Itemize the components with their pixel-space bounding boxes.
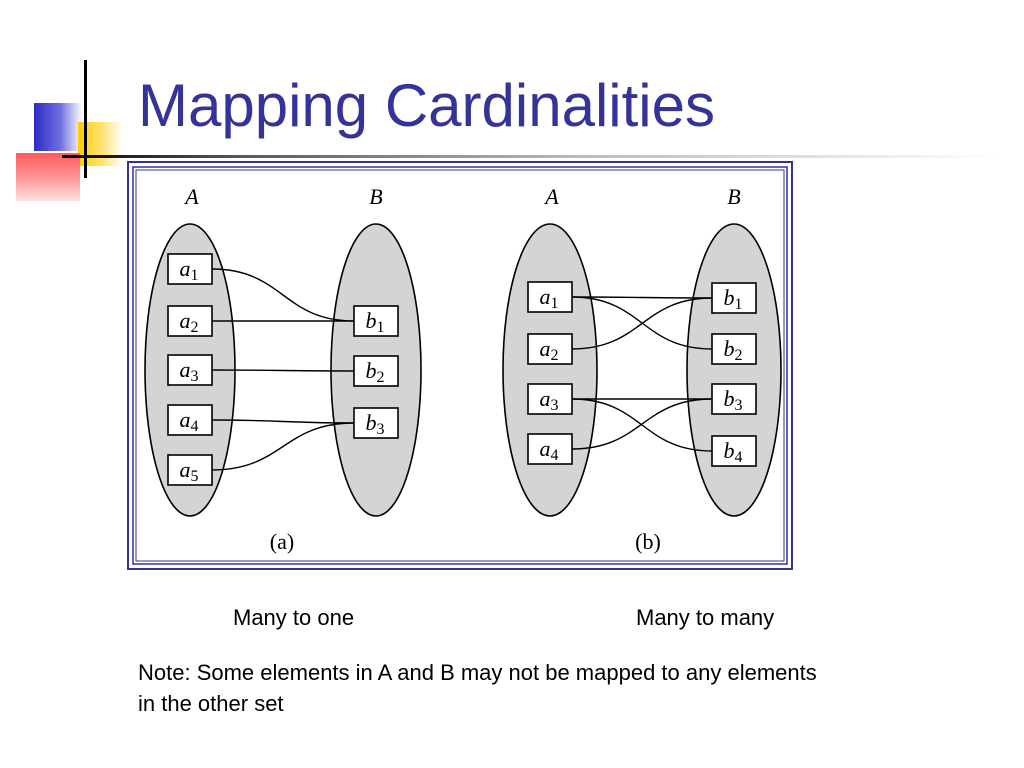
panel-a-element-a5: a5 xyxy=(167,454,213,486)
panel-b-element-a3: a3 xyxy=(527,383,573,415)
panel-b-element-a4-label: a4 xyxy=(540,436,559,464)
panel-b-element-b1: b1 xyxy=(711,282,757,314)
panel-a-element-a5-label: a5 xyxy=(180,457,199,485)
title-decoration xyxy=(0,0,140,210)
panel-a-element-b2: b2 xyxy=(353,355,399,387)
panel-b-element-b4-label: b4 xyxy=(724,438,743,466)
panel-b-mapping-a3-b4 xyxy=(571,398,713,452)
panel-b-element-a4: a4 xyxy=(527,433,573,465)
deco-red-square xyxy=(16,153,80,201)
panel-b-element-b2: b2 xyxy=(711,333,757,365)
panel-a-mapping-a1-b1 xyxy=(211,268,355,322)
panel-b-mapping-lines xyxy=(571,296,713,452)
panel-b-element-a2-label: a2 xyxy=(540,336,559,364)
panel-b-element-a1-label: a1 xyxy=(540,284,559,312)
deco-vertical-line xyxy=(84,60,87,178)
caption-many-to-one: Many to one xyxy=(233,605,355,630)
note-text: Note: Some elements in A and B may not b… xyxy=(138,660,817,716)
panel-a-mapping-a4-b3 xyxy=(211,419,355,424)
panel-b: A Ba1 a2 a3 a4 b1 b2 b3 b4 (b) xyxy=(502,184,782,554)
panel-b-element-b3: b3 xyxy=(711,383,757,415)
panel-a-element-b1: b1 xyxy=(353,305,399,337)
panel-b-element-a3-label: a3 xyxy=(540,386,559,414)
panel-a: A Ba1 a2 a3 a4 a5 b1 b2 b3 (a) xyxy=(144,184,422,554)
panel-a-element-a4-label: a4 xyxy=(180,407,199,435)
panel-a-set-b-label: B xyxy=(369,184,382,209)
panel-b-element-b1-label: b1 xyxy=(724,285,743,313)
caption-many-to-many: Many to many xyxy=(636,605,775,630)
panel-b-mapping-a1-b1 xyxy=(571,296,713,299)
panel-a-mapping-a5-b3 xyxy=(211,422,355,471)
panel-a-panel-label: (a) xyxy=(270,529,294,554)
panel-a-element-a2: a2 xyxy=(167,305,213,337)
panel-b-element-b3-label: b3 xyxy=(724,386,743,414)
panel-a-element-a1: a1 xyxy=(167,253,213,285)
figure-frame-innermost xyxy=(135,169,785,562)
panel-b-mapping-a2-b1 xyxy=(571,297,713,350)
panel-a-element-a1-label: a1 xyxy=(180,256,199,284)
panel-b-mapping-a4-b3 xyxy=(571,398,713,450)
panel-a-element-a3-label: a3 xyxy=(180,357,199,385)
title-underline xyxy=(62,155,1002,158)
panel-a-element-a2-label: a2 xyxy=(180,308,199,336)
panel-b-set-a-ellipse xyxy=(502,223,598,517)
panel-a-mapping-a3-b2 xyxy=(211,369,355,372)
panel-b-element-a2: a2 xyxy=(527,333,573,365)
panel-b-element-a1: a1 xyxy=(527,281,573,313)
mapping-figure: A Ba1 a2 a3 a4 a5 b1 b2 b3 (a) A Ba1 a2 a3 a4 b1 b2 b3 b4… xyxy=(127,161,793,570)
panel-b-element-b4: b4 xyxy=(711,435,757,467)
panel-a-element-b3-label: b3 xyxy=(366,410,385,438)
panel-b-panel-label: (b) xyxy=(635,529,661,554)
figure-frame-inner xyxy=(132,166,788,565)
panel-a-element-b3: b3 xyxy=(353,407,399,439)
panel-a-element-b1-label: b1 xyxy=(366,308,385,336)
deco-blue-square xyxy=(34,103,82,151)
panel-b-set-a-label: A xyxy=(543,184,559,209)
panel-a-set-a-label: A xyxy=(183,184,199,209)
panel-a-element-a3: a3 xyxy=(167,354,213,386)
panel-a-element-b2-label: b2 xyxy=(366,358,385,386)
slide-title: Mapping Cardinalities xyxy=(138,72,715,139)
panel-b-set-b-label: B xyxy=(727,184,740,209)
panel-a-element-a4: a4 xyxy=(167,404,213,436)
panel-b-set-b-ellipse xyxy=(686,223,782,517)
panel-b-element-b2-label: b2 xyxy=(724,336,743,364)
panel-a-mapping-lines xyxy=(211,268,355,471)
